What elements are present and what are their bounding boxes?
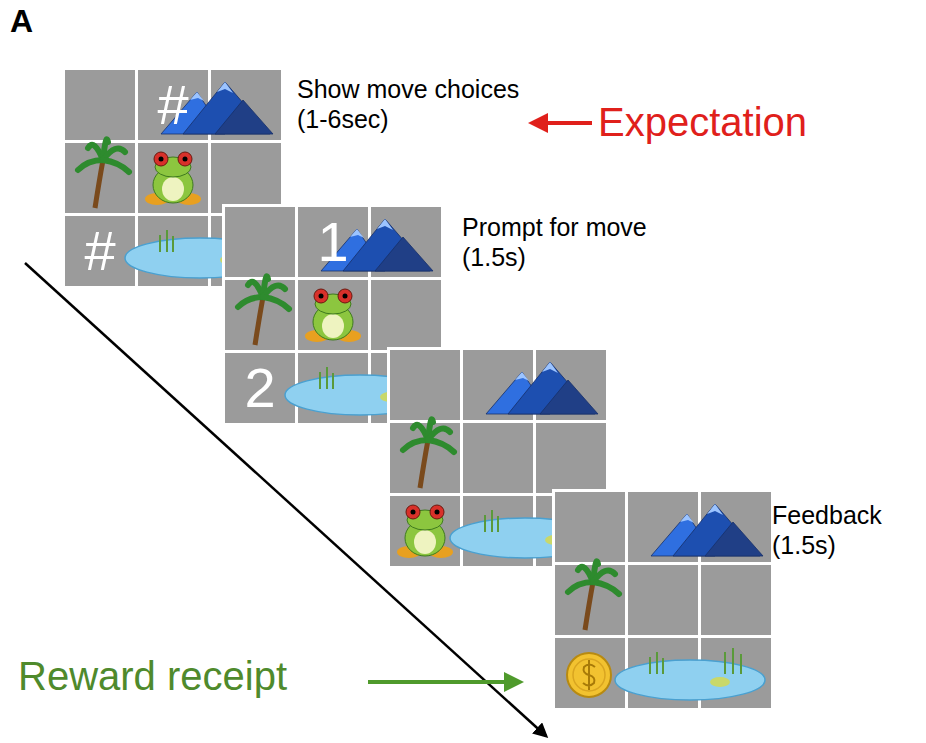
step-caption: Show move choices (1-6sec): [297, 74, 537, 134]
choice-marker: #: [138, 70, 208, 140]
grid-cell: [390, 423, 460, 493]
grid-frame: [552, 489, 774, 711]
palm-tree-icon: [403, 419, 454, 488]
pond-icon: [615, 648, 765, 700]
grid-cell: [65, 70, 135, 140]
grid-cell: [65, 216, 135, 286]
grid-cell: [555, 638, 625, 708]
choice-number: 2: [225, 353, 295, 423]
grid-cell: [390, 350, 460, 420]
grid-cell: [298, 280, 368, 350]
coin-icon: [567, 653, 611, 697]
grid-cell: [390, 496, 460, 566]
choice-marker: #: [65, 216, 135, 286]
frog-icon: [397, 505, 453, 558]
frog-icon: [305, 289, 361, 342]
grid-cell: [211, 143, 281, 213]
step-caption: Prompt for move (1.5s): [462, 212, 672, 272]
grid-cell: [371, 280, 441, 350]
choice-number: 1: [298, 207, 368, 277]
phase-label: Expectation: [598, 98, 807, 146]
frog-icon: [145, 152, 201, 205]
palm-tree-icon: [238, 276, 289, 345]
grid-cell: [555, 492, 625, 562]
grid-panel: [552, 489, 774, 711]
palm-tree-icon: [568, 561, 619, 630]
mountain-icon: [651, 504, 763, 556]
grid-cell: [65, 143, 135, 213]
grid-cell: [536, 423, 606, 493]
grid-cell: [225, 280, 295, 350]
palm-tree-icon: [78, 139, 129, 208]
mountain-icon: [486, 362, 598, 414]
grid-cell: [138, 143, 208, 213]
panel-letter: A: [10, 2, 33, 40]
expectation-arrow: [532, 121, 592, 125]
grid-cell: [225, 353, 295, 423]
grid-cell: [555, 565, 625, 635]
phase-label: Reward receipt: [18, 652, 287, 700]
reward-arrow: [368, 680, 520, 684]
step-caption: Feedback (1.5s): [772, 500, 912, 560]
grid-cell: [628, 565, 698, 635]
grid-cell: [701, 565, 771, 635]
grid-cell: [463, 423, 533, 493]
grid-cell: [225, 207, 295, 277]
